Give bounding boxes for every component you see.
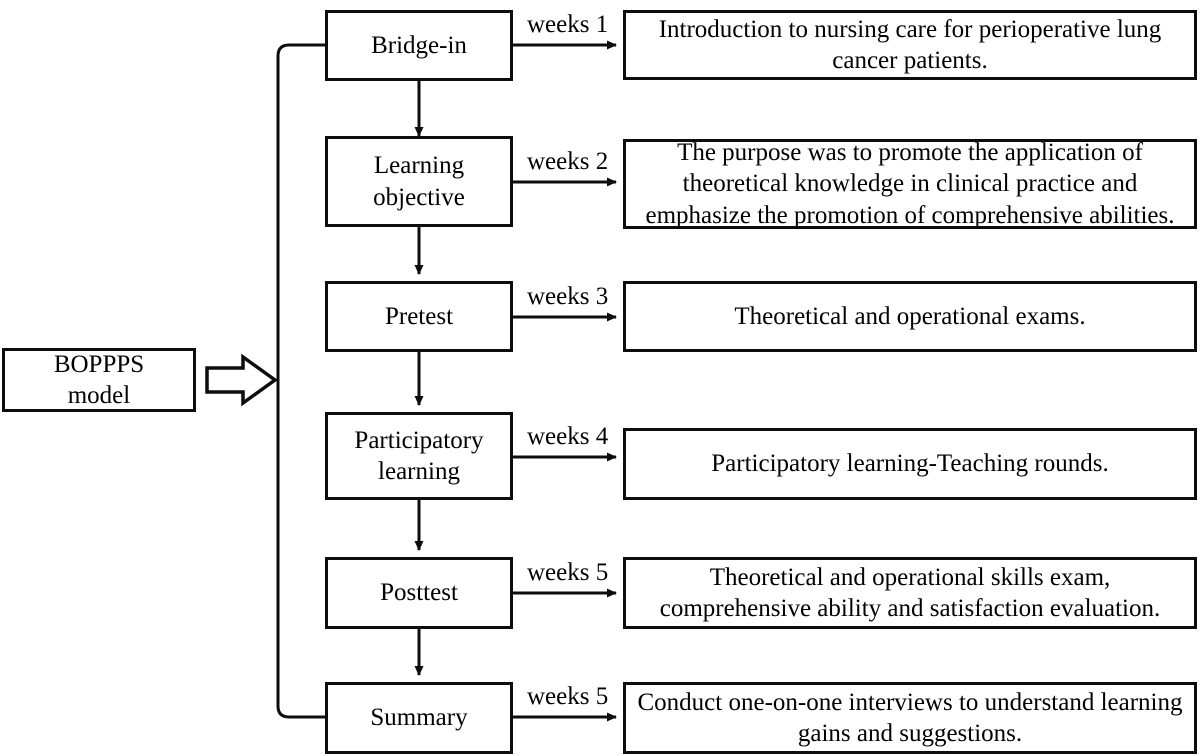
stage-label: Bridge-in bbox=[371, 31, 467, 59]
detail-box-bridge-in: Introduction to nursing care for periope… bbox=[623, 10, 1197, 80]
week-label-participatory-learning: weeks 4 bbox=[527, 423, 609, 450]
week-label-learning-objective: weeks 2 bbox=[527, 148, 609, 175]
stage-box-pretest: Pretest bbox=[325, 281, 513, 352]
stage-box-summary: Summary bbox=[325, 682, 513, 754]
boppps-model-line-2: model bbox=[67, 382, 131, 409]
detail-box-pretest: Theoretical and operational exams. bbox=[623, 281, 1197, 352]
week-label-bridge-in: weeks 1 bbox=[527, 11, 609, 38]
stage-label: Posttest bbox=[380, 579, 458, 607]
week-label-summary: weeks 5 bbox=[527, 683, 609, 710]
detail-text: Theoretical and operational exams. bbox=[734, 302, 1086, 330]
detail-box-posttest: Theoretical and operational skills exam,… bbox=[623, 557, 1197, 629]
detail-connectors bbox=[513, 40, 617, 722]
boppps-model-line-1: BOPPPS bbox=[53, 350, 145, 378]
stage-box-learning-objective: Learning objective bbox=[325, 136, 513, 227]
detail-text: Conduct one-on-one interviews to underst… bbox=[637, 688, 1183, 748]
week-label-posttest: weeks 5 bbox=[527, 559, 609, 586]
stage-label: Pretest bbox=[384, 302, 454, 330]
detail-box-participatory-learning: Participatory learning-Teaching rounds. bbox=[623, 428, 1197, 500]
block-arrow-right-icon bbox=[205, 353, 278, 407]
week-label-pretest: weeks 3 bbox=[527, 283, 609, 310]
detail-text: Participatory learning-Teaching rounds. bbox=[711, 450, 1109, 478]
stage-box-bridge-in: Bridge-in bbox=[325, 10, 513, 81]
boppps-model-box: BOPPPS model bbox=[2, 348, 196, 412]
stage-box-posttest: Posttest bbox=[325, 557, 513, 629]
detail-text: Theoretical and operational skills exam,… bbox=[659, 563, 1161, 623]
detail-text: The purpose was to promote the applicati… bbox=[645, 138, 1175, 229]
stage-label: Learning objective bbox=[373, 152, 465, 211]
detail-box-learning-objective: The purpose was to promote the applicati… bbox=[623, 139, 1197, 229]
stage-label: Summary bbox=[370, 704, 468, 732]
detail-box-summary: Conduct one-on-one interviews to underst… bbox=[623, 682, 1197, 754]
detail-text: Introduction to nursing care for periope… bbox=[658, 15, 1162, 75]
stage-label: Participatory learning bbox=[354, 426, 484, 486]
feedback-loop-connector bbox=[276, 43, 325, 719]
stage-box-participatory-learning: Participatory learning bbox=[325, 412, 513, 500]
